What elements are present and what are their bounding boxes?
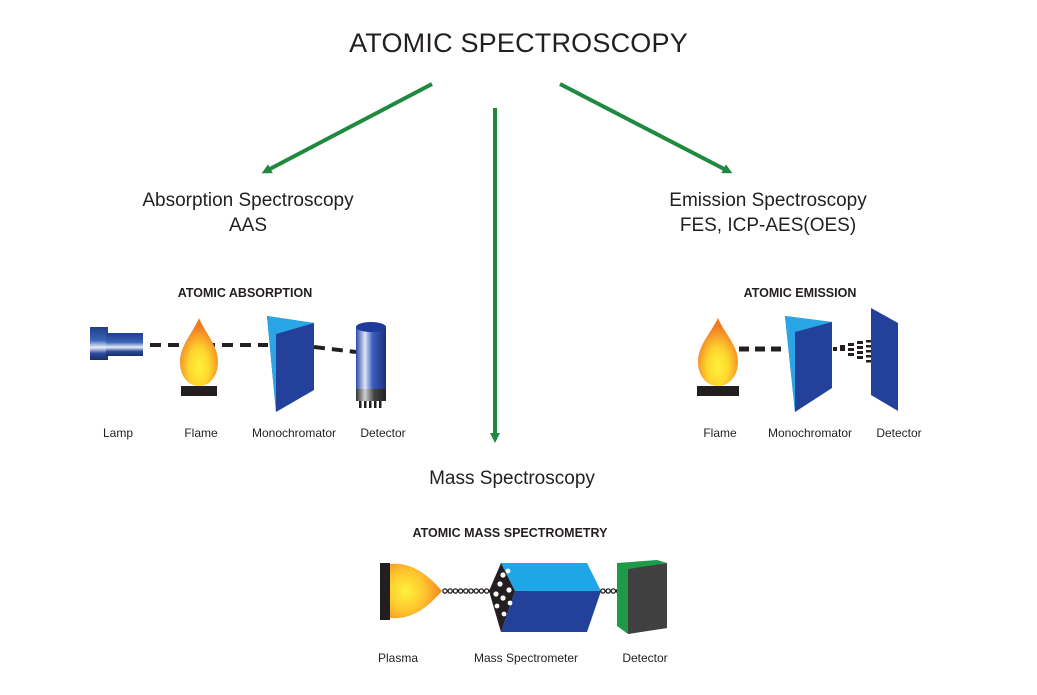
label-lamp: Lamp [102,426,134,440]
emission-title: Emission Spectroscopy [669,190,867,211]
ion-particle [473,588,479,594]
absorption-diagram-title: ATOMIC ABSORPTION [177,286,313,300]
ion-beam [442,588,495,594]
lamp-icon [90,327,143,360]
detector-box-icon [617,560,667,634]
arrow-to-emission [559,82,733,174]
detector-plate-icon [871,308,898,411]
ion-particle [457,588,464,594]
arrow-to-absorption [261,82,433,174]
dispersed-light [833,340,872,363]
ion-particle [483,588,490,594]
absorption-subtitle: AAS [228,215,268,236]
ion-particle [478,588,485,594]
monochromator-icon [785,316,832,412]
label-detector: Detector [876,426,922,440]
mass-diagram-title: ATOMIC MASS SPECTROMETRY [412,526,608,540]
emission-diagram-title: ATOMIC EMISSION [743,286,857,300]
ion-particle [605,588,611,594]
mass-heading: Mass Spectroscopy [362,466,662,491]
ion-particle [610,588,617,594]
emission-subtitle: FES, ICP-AES(OES) [679,215,857,236]
plasma-icon [380,563,442,620]
absorption-heading: Absorption Spectroscopy AAS [98,188,398,238]
page-title: ATOMIC SPECTROSCOPY [349,28,688,58]
absorption-diagram [90,316,386,412]
mass-title: Mass Spectroscopy [429,468,595,489]
ion-particle [452,588,459,594]
label-monochromator: Monochromator [767,426,853,440]
emission-diagram [697,308,898,412]
emission-heading: Emission Spectroscopy FES, ICP-AES(OES) [618,188,918,238]
label-detector: Detector [622,651,668,665]
ion-particle [468,588,474,594]
mass-diagram [380,560,667,634]
flame-icon [697,318,739,396]
label-flame: Flame [703,426,737,440]
label-plasma: Plasma [377,651,418,665]
ion-particle [442,588,448,594]
monochromator-icon [267,316,314,412]
arrows [261,82,733,443]
ion-particle [463,588,469,594]
detector-tube-icon [356,322,386,408]
ion-particle [600,588,606,594]
label-monochromator: Monochromator [251,426,337,440]
absorption-title: Absorption Spectroscopy [142,190,354,211]
mass-spectrometer-icon [489,563,601,632]
flame-icon [180,318,218,396]
label-detector: Detector [360,426,406,440]
light-beam-out [313,345,357,354]
label-flame: Flame [184,426,218,440]
ion-particle [447,588,453,594]
label-mass-spectrometer: Mass Spectrometer [473,651,579,665]
